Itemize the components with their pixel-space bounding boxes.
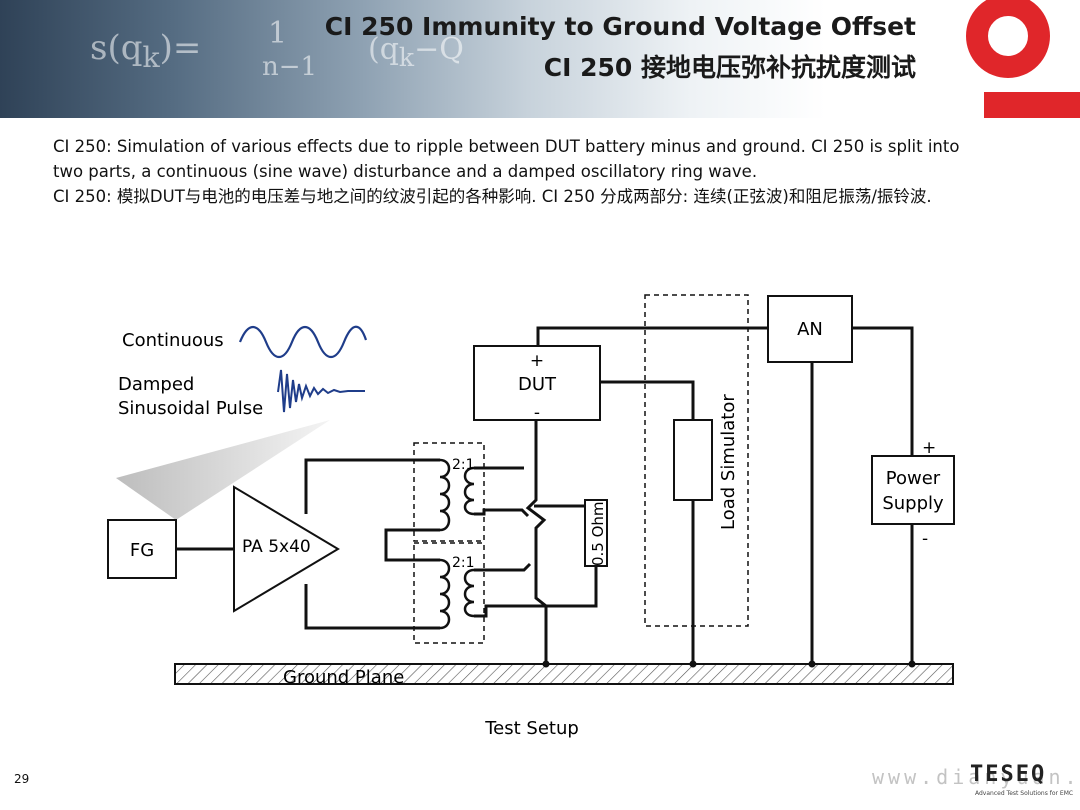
ground-plane — [174, 663, 954, 685]
resistor-label: 0.5 Ohm — [589, 501, 607, 566]
ratio-top-label: 2:1 — [452, 457, 475, 473]
dut-plus: + — [530, 351, 544, 371]
wire — [474, 566, 598, 618]
junction — [689, 660, 697, 668]
continuous-label: Continuous — [122, 330, 224, 351]
damped-label-2: Sinusoidal Pulse — [118, 398, 263, 419]
wire — [600, 380, 695, 420]
junction — [542, 660, 550, 668]
brand-logo: TESEQ — [970, 762, 1047, 787]
wire — [304, 458, 440, 514]
formula-decoration: n−1 — [262, 52, 318, 82]
power-supply-plus: + — [922, 438, 936, 458]
wire — [474, 562, 532, 572]
page-title-chinese: CI 250 接地电压弥补抗扰度测试 — [543, 53, 916, 82]
page-title: CI 250 Immunity to Ground Voltage Offset — [324, 12, 916, 41]
load-simulator-label: Load Simulator — [718, 394, 739, 530]
description-chinese: CI 250: 模拟DUT与电池的电压差与地之间的纹波引起的各种影响. CI 2… — [53, 187, 932, 206]
wire — [304, 584, 440, 630]
wire — [474, 508, 530, 518]
wire — [525, 420, 548, 664]
dut-box — [473, 345, 601, 421]
power-amplifier — [233, 485, 340, 613]
formula-decoration: s(qk)= — [90, 28, 202, 74]
junction — [908, 660, 916, 668]
power-supply-label: Power — [886, 468, 941, 489]
ratio-bottom-label: 2:1 — [452, 555, 475, 571]
watermark: www.dianyuan.cn — [872, 765, 1080, 789]
wire — [536, 326, 768, 346]
damped-label: Damped — [118, 374, 194, 395]
function-generator-box — [107, 519, 177, 579]
secondary-coil-bottom — [463, 568, 475, 618]
power-supply-box — [871, 455, 955, 525]
transformer-top-box — [413, 442, 485, 542]
pa-label: PA 5x40 — [242, 537, 311, 557]
signal-beam — [116, 420, 330, 520]
header-background: s(qk)= 1 n−1 (qk−Q — [0, 0, 960, 118]
fg-label: FG — [130, 540, 154, 561]
ground-plane-label: Ground Plane — [283, 667, 404, 688]
wire — [384, 528, 440, 562]
transformer-bottom-box — [413, 542, 485, 644]
power-supply-minus: - — [922, 529, 928, 549]
load-simulator-box — [644, 294, 749, 627]
an-label: AN — [797, 319, 823, 340]
primary-coil-bottom — [439, 558, 451, 630]
damped-waveform — [277, 369, 365, 413]
wire — [852, 326, 914, 456]
primary-coil-top — [439, 458, 451, 532]
secondary-coil-top — [463, 466, 475, 516]
brand-tagline: Advanced Test Solutions for EMC — [975, 790, 1074, 797]
dut-label: DUT — [518, 374, 557, 395]
page-number: 29 — [14, 772, 30, 786]
power-supply-label-2: Supply — [882, 493, 944, 514]
load-resistor — [673, 419, 713, 501]
formula-decoration: (qk−Q — [368, 32, 464, 72]
diagram-caption: Test Setup — [484, 718, 579, 739]
logo-bar — [984, 92, 1080, 118]
header-banner: s(qk)= 1 n−1 (qk−Q CI 250 Immunity to Gr… — [0, 0, 1080, 118]
resistor — [584, 499, 608, 567]
description-english: CI 250: Simulation of various effects du… — [53, 137, 960, 181]
description: CI 250: Simulation of various effects du… — [53, 134, 993, 209]
dut-minus: - — [534, 403, 540, 423]
formula-decoration: 1 — [268, 16, 288, 51]
an-box — [767, 295, 853, 363]
continuous-waveform — [238, 325, 368, 359]
junction — [808, 660, 816, 668]
